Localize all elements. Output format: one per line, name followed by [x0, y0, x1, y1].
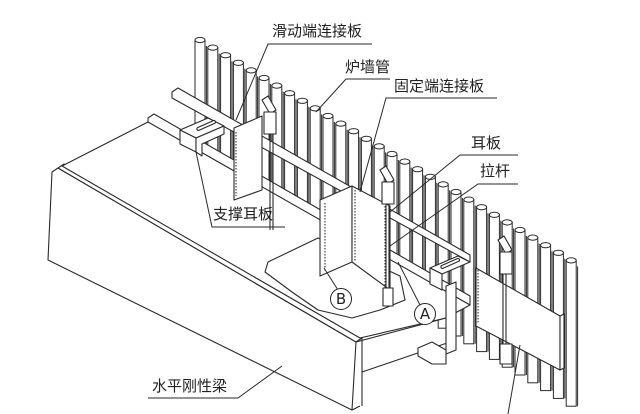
- wall-tube-top: [296, 97, 308, 104]
- beam-bottom-edge: [351, 405, 361, 411]
- wall-tube-top: [565, 257, 577, 264]
- leader-support-lug: [195, 151, 285, 228]
- lug-clamp: [379, 165, 395, 185]
- wall-tube-top: [258, 74, 270, 82]
- leader-bottom: [507, 344, 521, 414]
- lug-clamp-block: [382, 287, 394, 307]
- support-lug-right-front: [429, 267, 443, 291]
- wall-tube-body: [565, 259, 577, 407]
- label-rigid-beam: 水平刚性梁: [152, 377, 228, 395]
- lug-clamp-block: [499, 251, 513, 275]
- wall-tube-top: [527, 234, 539, 241]
- marker-a: A: [414, 303, 436, 325]
- leader-sliding-plate: [235, 43, 372, 121]
- lug-clamp-block: [499, 343, 513, 365]
- leader-a: [397, 261, 421, 306]
- label-wall-tube: 炉墙管: [345, 58, 391, 76]
- wall-tube-top: [232, 59, 244, 66]
- rigid-beam-structure: [47, 87, 565, 411]
- wall-tube: [463, 196, 476, 345]
- lug-clamp-block: [263, 111, 277, 135]
- leader-lug-plate: [389, 154, 518, 213]
- wall-tube-top: [476, 204, 488, 211]
- wall-tube-top: [271, 82, 283, 89]
- marker-b: B: [330, 288, 352, 310]
- wall-tube-top: [386, 150, 398, 158]
- wall-tube-top: [284, 90, 296, 97]
- lug-clamp-block: [381, 181, 395, 205]
- label-support-lug: 支撑耳板: [213, 205, 274, 223]
- wall-tube-top: [514, 226, 526, 234]
- wall-tube-top: [501, 219, 513, 226]
- wall-tube: [565, 257, 579, 407]
- leader-wall-tube: [315, 78, 390, 113]
- label-tie-rod: 拉杆: [480, 162, 511, 180]
- lower-block: [417, 341, 447, 365]
- sliding-plate: [233, 115, 263, 201]
- lug-clamp: [497, 235, 513, 255]
- leader-tie-rod: [389, 183, 518, 247]
- leader-rigid-beam: [148, 365, 283, 399]
- vertical-post: [445, 281, 457, 355]
- wall-tube-top: [373, 143, 385, 150]
- wall-tube-top: [245, 67, 257, 74]
- wall-tube-body: [463, 199, 475, 345]
- wall-tube-top: [552, 249, 564, 256]
- wall-tube-top: [437, 181, 449, 188]
- wall-tube-top: [322, 112, 334, 120]
- wall-tube-top: [335, 120, 347, 127]
- wall-tube-top: [488, 211, 500, 218]
- right-plate-edge: [559, 313, 565, 371]
- leader-lines: [148, 43, 521, 414]
- label-lug-plate: 耳板: [471, 134, 502, 152]
- wall-tube-top: [412, 166, 424, 173]
- wall-tube-top: [463, 196, 475, 203]
- lug-clamp: [261, 95, 277, 115]
- wall-tube-top: [450, 188, 462, 196]
- leader-fixed-plate: [359, 97, 497, 193]
- support-lug-slot: [196, 119, 217, 131]
- label-sliding-plate: 滑动端连接板: [272, 22, 363, 40]
- wall-tube-top: [540, 242, 552, 249]
- wall-tube-top: [194, 36, 206, 44]
- support-lug-slot: [440, 257, 461, 269]
- wall-tube-top: [220, 52, 232, 59]
- label-fixed-plate: 固定端连接板: [394, 77, 485, 95]
- wall-tube-top: [207, 44, 219, 51]
- wall-tube-top: [360, 135, 372, 142]
- wall-tube-top: [348, 128, 360, 135]
- leader-b: [323, 267, 339, 291]
- beam-front-plate: [47, 167, 357, 411]
- wall-tube-top: [399, 158, 411, 165]
